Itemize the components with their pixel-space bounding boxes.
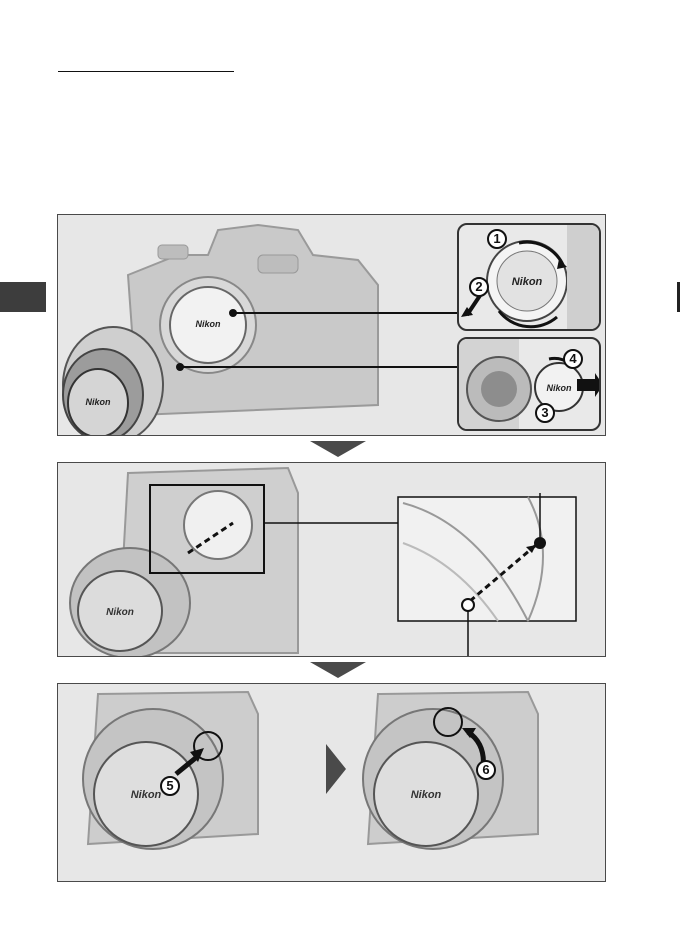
step-4-badge: 4 (563, 349, 583, 369)
inset-cap-logo: Nikon (512, 276, 543, 288)
page-edge-mark (677, 282, 680, 312)
alignment-illustration: Nikon (58, 463, 606, 657)
chapter-tab (0, 282, 46, 312)
lens-cap-logo-2: Nikon (106, 607, 134, 618)
body-cap-logo: Nikon (195, 319, 221, 329)
proceed-arrow-1 (310, 441, 366, 457)
lens-cap-logo-4: Nikon (411, 789, 442, 801)
step-5-badge: 5 (160, 776, 180, 796)
panel-remove-caps: Nikon Nikon Nikon 1 2 (57, 214, 606, 436)
proceed-triangle-icon (326, 744, 346, 794)
panel-rotate-lens: Nikon Nikon 5 6 (57, 683, 606, 882)
proceed-arrow-2 (310, 662, 366, 678)
step-2-badge: 2 (469, 277, 489, 297)
rotate-lens-illustration: Nikon Nikon (58, 684, 606, 882)
rear-lens-cap-inset: Nikon 4 3 (457, 337, 601, 431)
step-1-badge: 1 (487, 229, 507, 249)
body-cap-removal-inset: Nikon 1 2 (457, 223, 601, 331)
lens-cap-logo: Nikon (85, 397, 111, 407)
step-3-badge: 3 (535, 403, 555, 423)
step-6-badge: 6 (476, 760, 496, 780)
heading-underline (58, 71, 234, 72)
rear-cap-logo: Nikon (546, 383, 572, 393)
lens-cap-logo-3: Nikon (131, 789, 162, 801)
panel-align-marks: Nikon (57, 462, 606, 657)
